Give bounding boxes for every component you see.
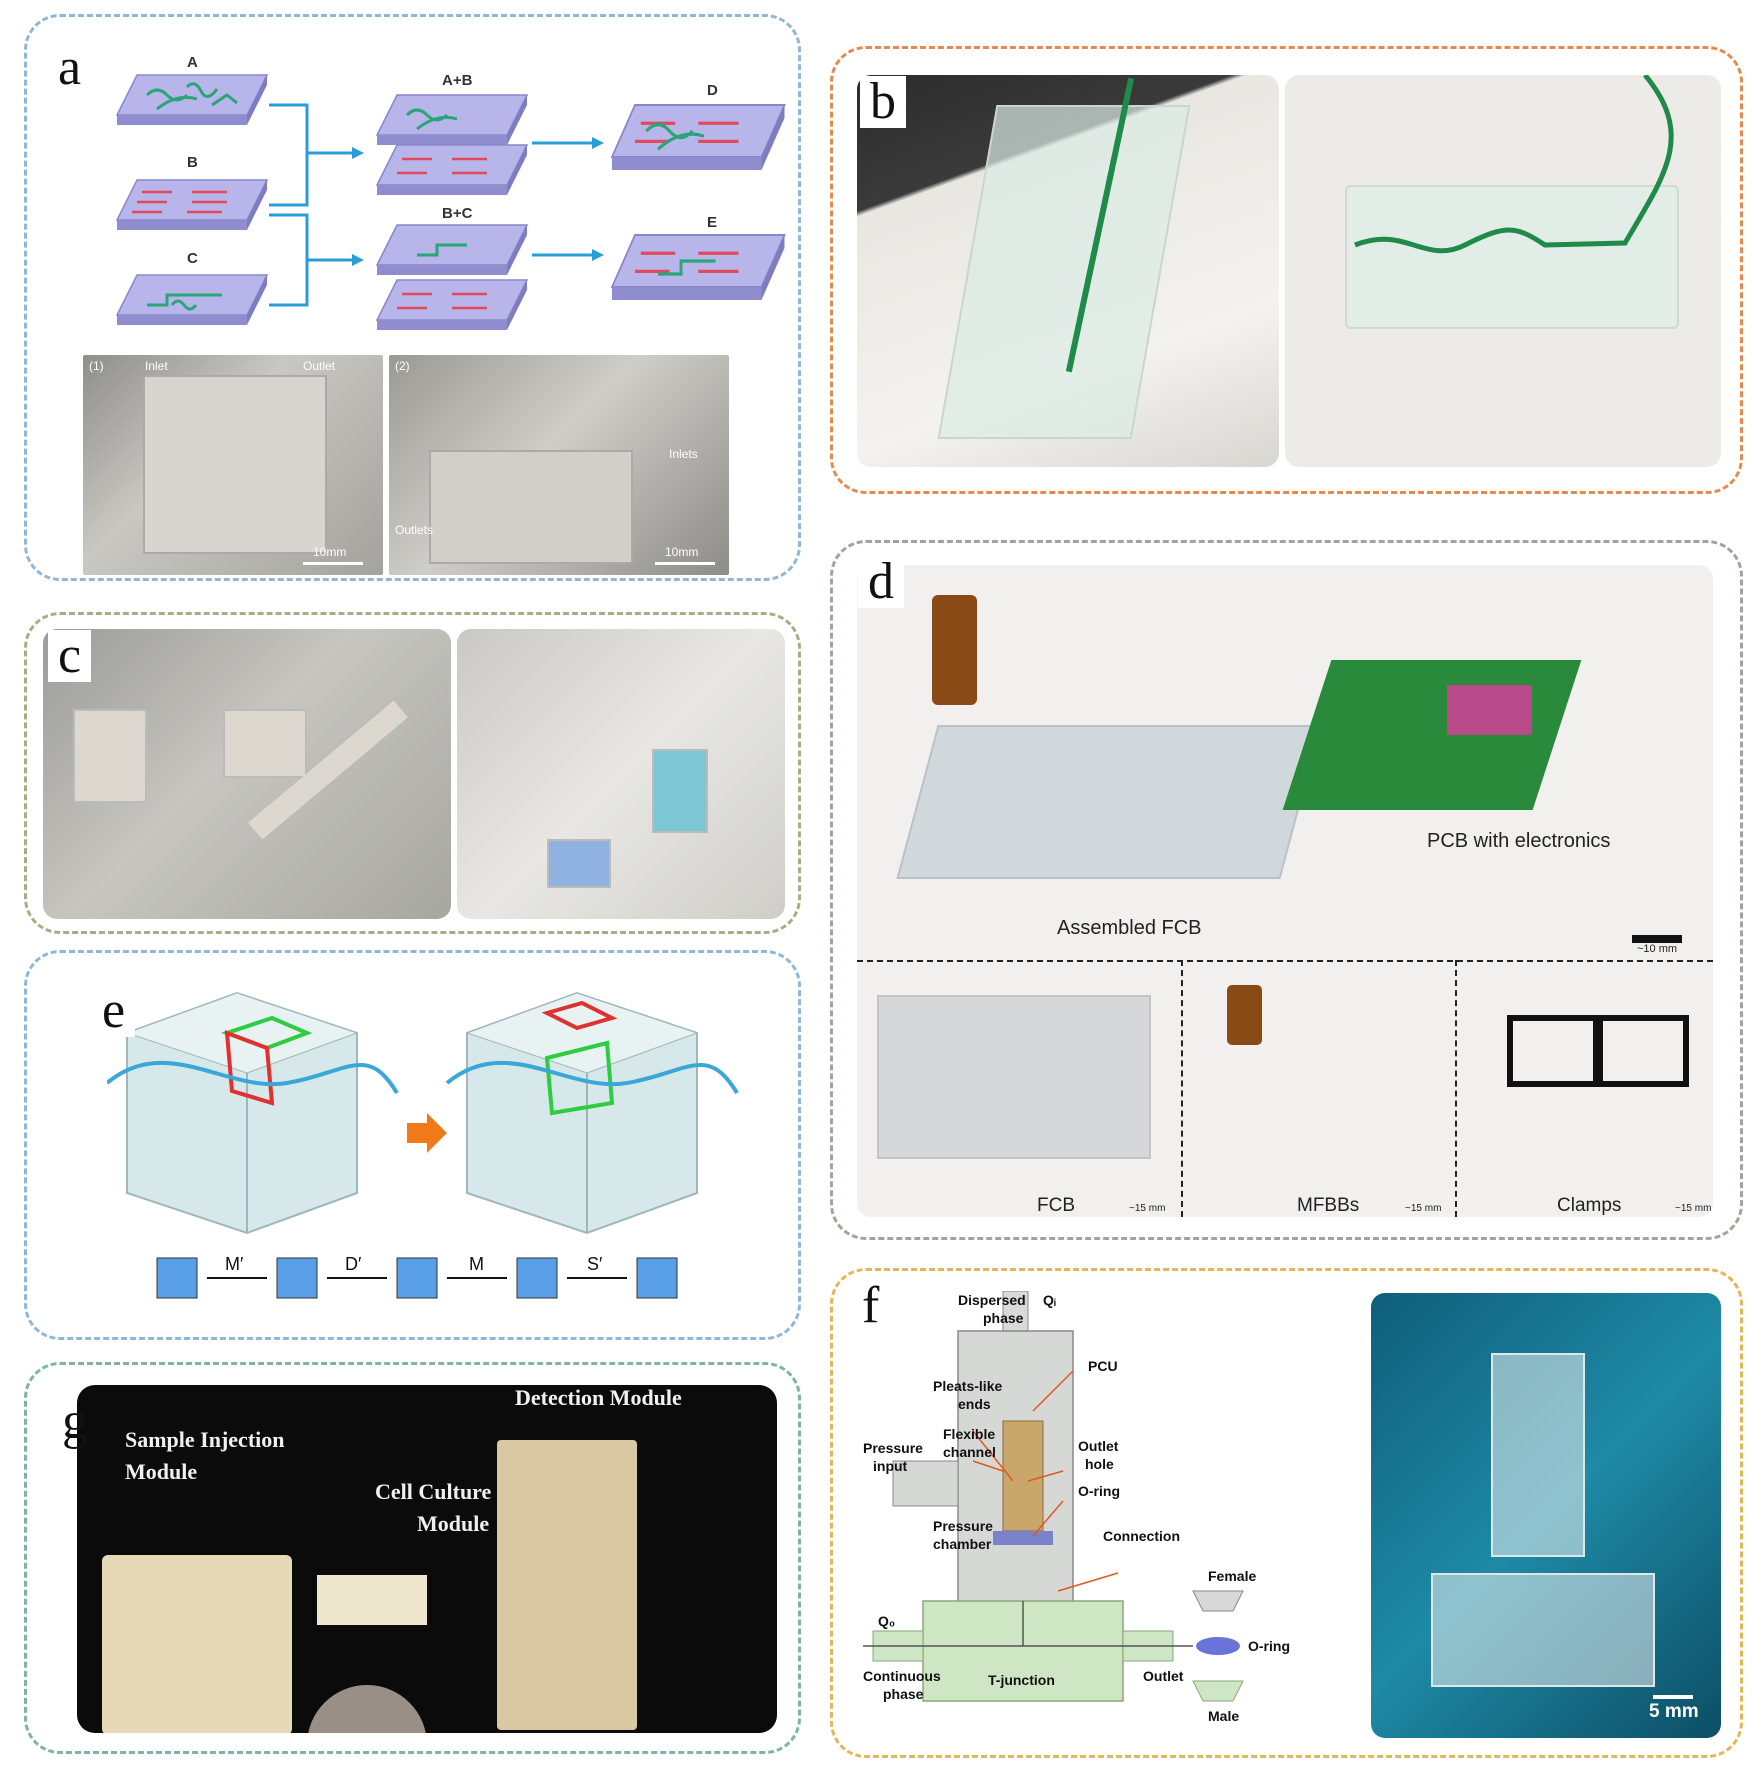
panel-c — [24, 612, 801, 934]
label-pressure-input-2: input — [873, 1458, 908, 1474]
label-pressure-chamber-2: chamber — [933, 1536, 992, 1552]
photo-modular-assembled — [457, 629, 785, 919]
label-cell-culture-2: Module — [417, 1511, 490, 1536]
label-pcu: PCU — [1088, 1358, 1118, 1374]
layer-ab-label: A+B — [442, 72, 473, 89]
label-flexible-1: Flexible — [943, 1426, 995, 1442]
photo2-scale: 10mm — [665, 545, 699, 559]
panel-e-label: e — [92, 985, 136, 1037]
label-male: Male — [1208, 1708, 1239, 1724]
panel-f-label: f — [852, 1280, 890, 1332]
label-qi: Qᵢ — [1043, 1292, 1056, 1308]
layer-bc-label: B+C — [442, 205, 473, 222]
panel-f: Dispersed phase Qᵢ PCU Pleats-like ends … — [830, 1268, 1743, 1758]
panel-g: Detection Module Sample Injection Module… — [24, 1362, 801, 1754]
label-oring: O-ring — [1078, 1483, 1120, 1499]
label-outlet: Outlet — [1143, 1668, 1184, 1684]
photo1-scale: 10mm — [313, 545, 347, 559]
sub-clamps-label: Clamps — [1557, 1195, 1622, 1216]
label-sample-injection-1: Sample Injection — [125, 1427, 285, 1452]
main-scale: ~10 mm — [1637, 943, 1678, 955]
label-outlet-hole-2: hole — [1085, 1456, 1114, 1472]
sub-fcb-scale: ~15 mm — [1129, 1203, 1166, 1214]
label-outlet-hole-1: Outlet — [1078, 1438, 1119, 1454]
panel-d: PCB with electronics Assembled FCB ~10 m… — [830, 540, 1743, 1240]
label-female: Female — [1208, 1568, 1256, 1584]
label-oring2: O-ring — [1248, 1638, 1290, 1654]
label-connection: Connection — [1103, 1528, 1180, 1544]
sub-mfbb-scale: ~15 mm — [1405, 1203, 1442, 1214]
photo1-inlet: Inlet — [145, 359, 168, 373]
label-continuous-1: Continuous — [863, 1668, 941, 1684]
label-dispersed-2: phase — [983, 1310, 1024, 1326]
photo-fcb-assembly: PCB with electronics Assembled FCB ~10 m… — [857, 565, 1713, 1217]
photo-modular-device — [77, 1385, 777, 1733]
layer-a-label: A — [187, 54, 198, 71]
sub-clamps-scale: ~15 mm — [1675, 1203, 1712, 1214]
sub-mfbb-label: MFBBs — [1297, 1195, 1360, 1216]
panel-e: M′ D′ M S′ — [24, 950, 801, 1340]
sub-fcb-label: FCB — [1037, 1195, 1075, 1216]
move-3: M — [469, 1254, 484, 1274]
panel-d-label: d — [858, 556, 904, 608]
label-cell-culture-1: Cell Culture — [375, 1479, 492, 1504]
fcb-label: Assembled FCB — [1057, 917, 1202, 939]
photo-device-2: (2) Inlets Outlets 10mm — [389, 355, 729, 575]
move-4: S′ — [587, 1254, 603, 1274]
label-pressure-input-1: Pressure — [863, 1440, 923, 1456]
pcb-label: PCB with electronics — [1427, 830, 1611, 852]
label-tjunction: T-junction — [988, 1672, 1055, 1688]
photo-lego-angled — [857, 75, 1279, 467]
photo2-tag: (2) — [395, 359, 410, 373]
cube-assembly-diagram: M′ D′ M S′ — [107, 991, 739, 1299]
photo2-inlets: Inlets — [669, 447, 698, 461]
label-flexible-2: channel — [943, 1444, 996, 1460]
label-pleats-1: Pleats-like — [933, 1378, 1002, 1394]
label-detection-module: Detection Module — [515, 1385, 682, 1410]
layer-e-label: E — [707, 214, 717, 231]
panel-b-label: b — [860, 76, 906, 128]
photo-modular-parts — [43, 629, 451, 919]
label-continuous-2: phase — [883, 1686, 924, 1702]
layer-d-label: D — [707, 82, 718, 99]
label-pressure-chamber-1: Pressure — [933, 1518, 993, 1534]
scale-5mm: 5 mm — [1649, 1701, 1699, 1722]
layer-b-label: B — [187, 154, 198, 171]
photo-lego-top — [1285, 75, 1721, 467]
panel-a: A B C A+B B+C — [24, 14, 801, 581]
layer-c-label: C — [187, 250, 198, 267]
panel-b — [830, 46, 1743, 494]
move-1: M′ — [225, 1254, 244, 1274]
layer-assembly-diagram: A B C A+B B+C — [116, 54, 786, 331]
move-2: D′ — [345, 1254, 362, 1274]
label-sample-injection-2: Module — [125, 1459, 198, 1484]
label-pleats-2: ends — [958, 1396, 991, 1412]
panel-g-label: g — [62, 1393, 88, 1450]
droplet-generator-diagram: Dispersed phase Qᵢ PCU Pleats-like ends … — [863, 1291, 1290, 1724]
photo2-outlets: Outlets — [395, 523, 434, 537]
photo1-tag: (1) — [89, 359, 104, 373]
panel-c-label: c — [48, 630, 92, 682]
label-dispersed-1: Dispersed — [958, 1292, 1026, 1308]
panel-a-label: a — [48, 42, 92, 94]
photo-device-1: (1) Inlet Outlet 10mm — [83, 355, 383, 575]
label-qo: Q₀ — [878, 1613, 895, 1629]
photo1-outlet: Outlet — [303, 359, 336, 373]
photo-printed-device: 5 mm — [1371, 1293, 1721, 1738]
